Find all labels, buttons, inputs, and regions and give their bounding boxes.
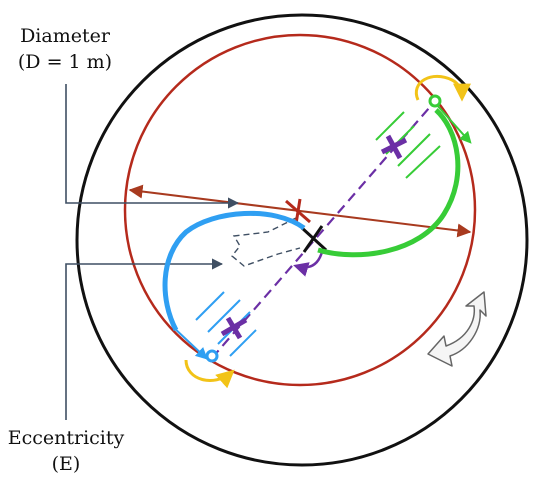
blade-axis-dashed-line bbox=[211, 99, 437, 359]
diameter-callout-line bbox=[65, 84, 240, 209]
right-blade-plus-marker bbox=[380, 134, 408, 160]
diameter-arrow bbox=[128, 184, 472, 238]
left-blade-curve bbox=[162, 210, 306, 332]
right-blade-pivot bbox=[428, 94, 442, 108]
left-blade-pivot bbox=[205, 349, 219, 363]
diameter-label: Diameter bbox=[20, 25, 110, 47]
left-blade-plus-marker bbox=[220, 316, 248, 340]
rotation-direction-arrow bbox=[427, 291, 487, 367]
eccentricity-bracket bbox=[231, 217, 301, 267]
left-blade-chord-lines bbox=[171, 291, 257, 360]
eccentricity-label: Eccentricity bbox=[7, 427, 125, 449]
right-blade-chord-lines bbox=[375, 103, 472, 179]
eccentricity-symbol-label: (E) bbox=[51, 453, 81, 475]
outer-domain-circle bbox=[75, 13, 529, 467]
right-blade-curve bbox=[317, 108, 461, 258]
center-rotation-arrow bbox=[293, 251, 324, 277]
rotor-path-circle bbox=[123, 33, 477, 387]
left-pitch-arrow bbox=[184, 359, 235, 389]
right-pitch-arrow bbox=[414, 74, 471, 102]
rotor-center-marker bbox=[285, 198, 311, 225]
diameter-value-label: (D = 1 m) bbox=[17, 51, 113, 73]
eccentric-center-marker bbox=[300, 225, 328, 253]
